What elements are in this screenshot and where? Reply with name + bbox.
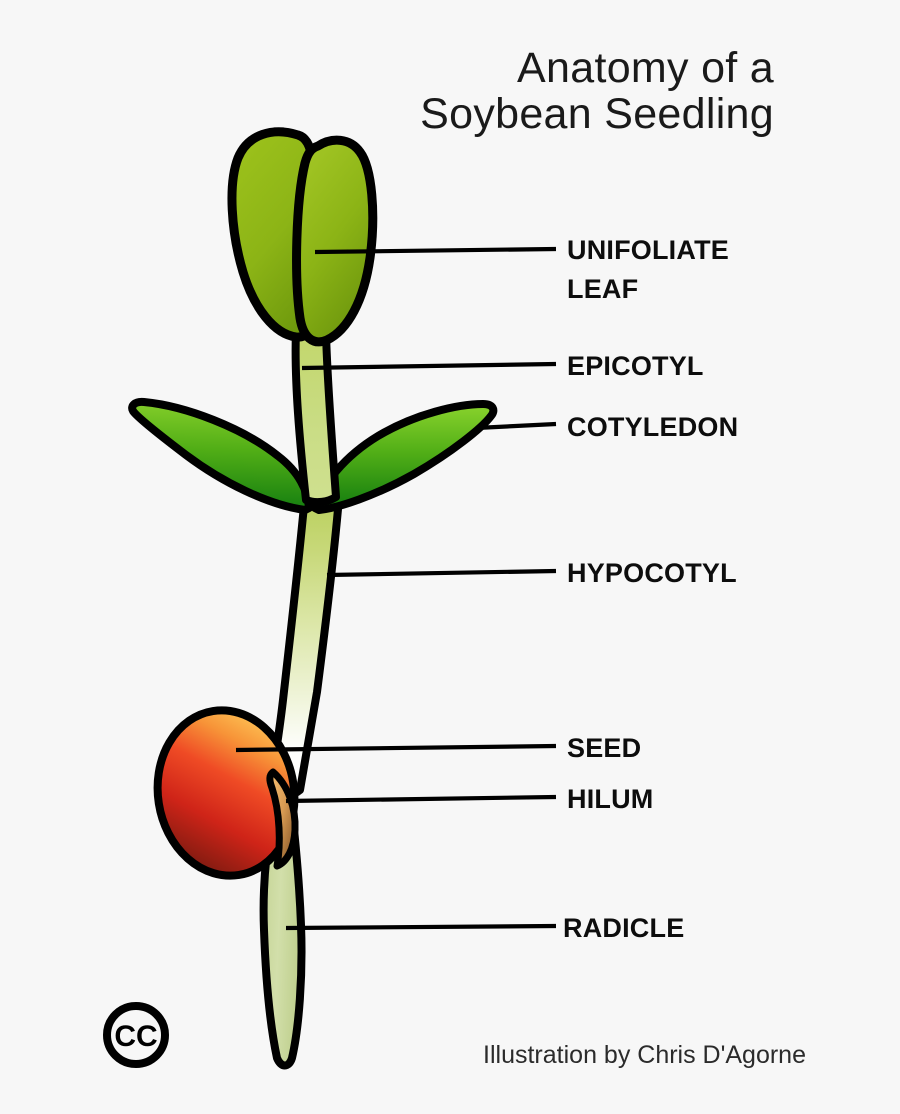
leader-hilum	[285, 794, 557, 804]
illustration-credit: Illustration by Chris D'Agorne	[483, 1041, 806, 1069]
label-unifoliate-leaf-line2: LEAF	[567, 274, 638, 304]
leader-epicotyl	[301, 361, 557, 371]
cotyledon-right-shape	[311, 400, 498, 514]
epicotyl-shape	[291, 326, 340, 507]
leader-hypocotyl	[326, 568, 557, 578]
label-unifoliate-leaf-line1: UNIFOLIATE	[567, 235, 729, 265]
plant-illustration	[128, 127, 498, 1070]
part-labels: UNIFOLIATE LEAF EPICOTYL COTYLEDON HYPOC…	[563, 235, 738, 943]
cc-ring-icon	[103, 1002, 169, 1068]
title-line-1: Anatomy of a	[517, 44, 774, 92]
page-title: Anatomy of a Soybean Seedling	[420, 44, 774, 138]
leader-lines	[235, 246, 557, 931]
leader-unifoliate-leaf	[314, 246, 557, 255]
label-hilum: HILUM	[567, 784, 653, 814]
leader-cotyledon	[475, 421, 557, 431]
radicle-shape	[259, 796, 306, 1070]
unifoliate-leaf-right-shape	[292, 135, 378, 347]
title-line-2: Soybean Seedling	[420, 90, 774, 138]
label-cotyledon: COTYLEDON	[567, 412, 738, 442]
creative-commons-badge: CC	[103, 1002, 169, 1068]
leader-radicle	[285, 923, 557, 931]
label-epicotyl: EPICOTYL	[567, 351, 704, 381]
label-hypocotyl: HYPOCOTYL	[567, 558, 737, 588]
hilum-shape	[266, 768, 299, 870]
cc-label: CC	[114, 1020, 157, 1053]
label-seed: SEED	[567, 733, 641, 763]
cotyledon-left-shape	[128, 397, 313, 514]
leader-seed	[235, 743, 557, 753]
label-radicle: RADICLE	[563, 913, 684, 943]
